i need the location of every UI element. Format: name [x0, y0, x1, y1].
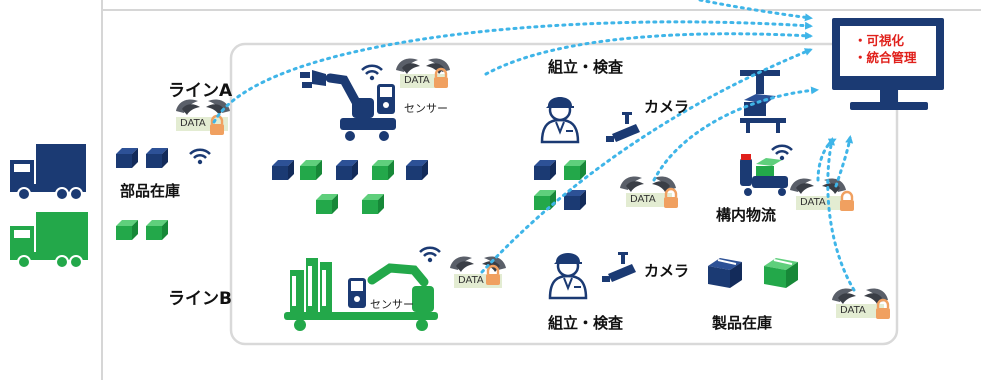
monitor-line-visualize: ・可視化 — [854, 33, 905, 48]
sensor-line-b-icon — [348, 278, 366, 308]
parts-inventory-label: 部品在庫 — [120, 182, 181, 200]
product-box-green-icon — [763, 257, 799, 289]
data-tag-sensor-a: DATA — [404, 75, 430, 86]
agv-cart-icon — [740, 154, 788, 196]
wifi-icon — [188, 148, 212, 166]
assembly-top-label: 組立・検査 — [548, 58, 624, 76]
line-a-label: ラインA — [168, 81, 233, 101]
monitor-line-integrated: ・統合管理 — [854, 50, 917, 65]
data-tag-product: DATA — [840, 305, 866, 316]
data-flow-arrows — [212, 0, 856, 292]
flow-arrow-sensor-a — [484, 31, 813, 76]
flow-arrow-line-a — [212, 20, 813, 124]
flow-arrow-camera — [652, 86, 819, 182]
assembly-top-workpieces — [534, 160, 586, 210]
assembly-worker-bottom-icon — [548, 251, 588, 300]
truck-navy-icon — [10, 144, 86, 201]
agv-wifi-icon — [770, 144, 794, 162]
sensor-top-label: センサー — [404, 102, 448, 115]
camera-bottom-label: カメラ — [644, 262, 690, 280]
data-badge-sensor-line-a — [396, 58, 450, 90]
flow-arrow-sensor-b — [480, 48, 813, 274]
product-box-navy-icon — [707, 257, 743, 289]
flow-arrow-top — [698, 0, 813, 22]
assembly-worker-top-icon — [540, 95, 580, 144]
data-tag-agv: DATA — [800, 197, 826, 208]
camera-bottom-icon — [602, 252, 636, 282]
data-badge-sensor-line-b — [450, 256, 506, 288]
robot-arm-line-a-icon — [300, 70, 396, 141]
sensor-line-b-wifi-icon — [418, 246, 442, 264]
flow-arrow-agv-2 — [834, 135, 854, 188]
data-tag-sensor-b: DATA — [458, 275, 484, 286]
internal-logistics-label: 構内物流 — [716, 206, 777, 224]
data-tag-camera: DATA — [630, 194, 656, 205]
line-a-workpieces — [272, 160, 428, 214]
flow-arrow-product — [826, 137, 856, 292]
data-badge-product-inventory — [832, 288, 892, 321]
sensor-line-a-wifi-icon — [360, 64, 384, 82]
machine-line-b-icon — [284, 258, 438, 331]
factory-boundary — [229, 42, 899, 346]
data-badge-camera-top — [620, 176, 680, 210]
sensor-line-a-icon — [377, 84, 395, 114]
camera-top-icon — [606, 112, 640, 142]
data-tag-line-a: DATA — [180, 118, 206, 129]
monitor-icon — [832, 18, 944, 110]
product-inventory-label: 製品在庫 — [712, 314, 773, 332]
truck-green-icon — [10, 212, 88, 269]
assembly-bottom-label: 組立・検査 — [548, 314, 624, 332]
line-b-label: ラインB — [168, 289, 232, 309]
sensor-bottom-label: センサー — [370, 298, 414, 311]
camera-top-label: カメラ — [644, 98, 690, 116]
data-badge-agv — [790, 178, 856, 213]
